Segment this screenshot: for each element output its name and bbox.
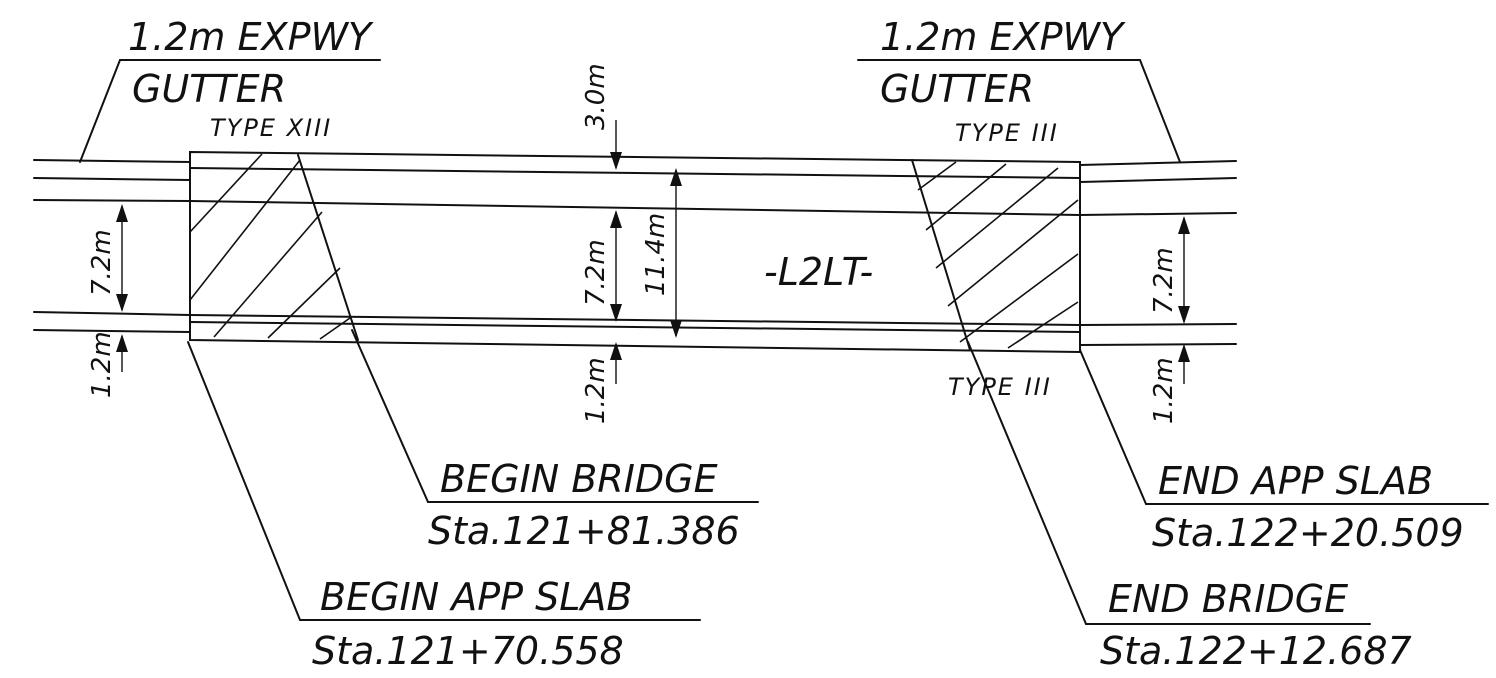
center-lane-dimension: 7.2m — [581, 239, 611, 306]
right-lane-dimension: 7.2m — [1149, 247, 1179, 314]
left-gutter-label-line1: 1.2m EXPWY — [128, 15, 374, 59]
left-shoulder-dimension: 1.2m — [87, 331, 117, 398]
left-dimensions: 7.2m 1.2m — [87, 204, 128, 398]
alignment-label: -L2LT- — [764, 250, 873, 294]
begin-bridge-callout: BEGIN BRIDGE Sta.121+81.386 — [351, 329, 759, 553]
begin-approach-slab-hatch — [189, 153, 359, 341]
right-gutter-label-line1: 1.2m EXPWY — [880, 15, 1126, 59]
begin-bridge-title: BEGIN BRIDGE — [440, 457, 718, 501]
type-xiii-label: TYPE XIII — [210, 114, 332, 142]
type-iii-bottom-label: TYPE III — [948, 373, 1052, 401]
end-app-slab-station: Sta.122+20.509 — [1152, 511, 1464, 555]
right-gutter-label-line2: GUTTER — [880, 67, 1034, 111]
end-approach-slab-hatch — [911, 159, 1079, 351]
begin-bridge-station: Sta.121+81.386 — [428, 509, 740, 553]
center-dimensions: 3.0m 7.2m 1.2m 11.4m — [581, 63, 682, 424]
end-bridge-callout: END BRIDGE Sta.122+12.687 — [967, 341, 1412, 673]
begin-app-slab-callout: BEGIN APP SLAB Sta.121+70.558 — [187, 341, 701, 673]
left-lane-dimension: 7.2m — [87, 229, 117, 296]
center-total-dimension: 11.4m — [641, 213, 671, 296]
end-app-slab-title: END APP SLAB — [1158, 459, 1433, 503]
end-bridge-title: END BRIDGE — [1108, 577, 1348, 621]
bridge-deck — [189, 150, 1081, 354]
right-shoulder-dimension: 1.2m — [1149, 357, 1179, 424]
road-lines-left — [33, 159, 191, 333]
left-gutter-callout: 1.2m EXPWY GUTTER — [79, 15, 381, 163]
road-lines-right — [1079, 160, 1237, 346]
begin-app-slab-station: Sta.121+70.558 — [312, 629, 624, 673]
left-gutter-label-line2: GUTTER — [132, 67, 286, 111]
begin-app-slab-title: BEGIN APP SLAB — [320, 575, 633, 619]
center-top-dimension: 3.0m — [581, 63, 611, 130]
type-iii-top-label: TYPE III — [955, 119, 1059, 147]
right-gutter-callout: 1.2m EXPWY GUTTER — [857, 15, 1181, 163]
right-dimensions: 7.2m 1.2m — [1149, 216, 1190, 424]
end-app-slab-callout: END APP SLAB Sta.122+20.509 — [1079, 349, 1489, 555]
end-bridge-station: Sta.122+12.687 — [1100, 629, 1412, 673]
center-shoulder-dimension: 1.2m — [581, 357, 611, 424]
